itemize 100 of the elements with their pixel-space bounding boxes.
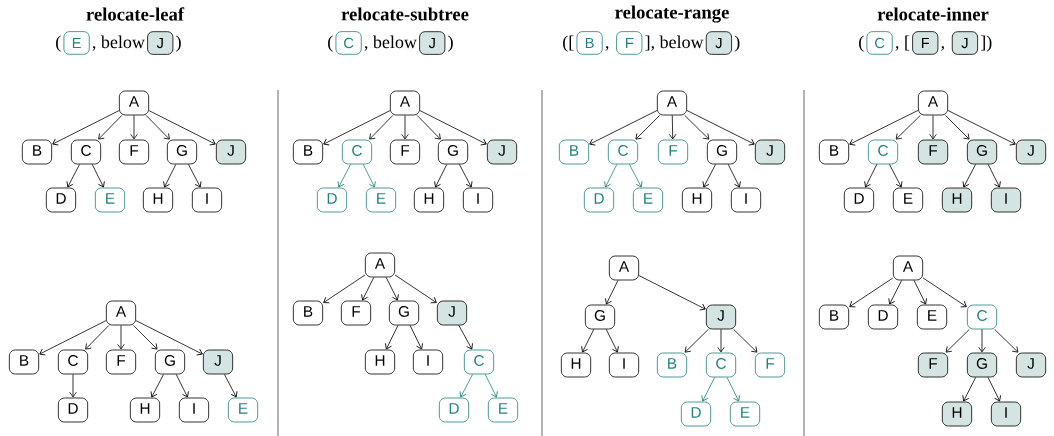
tree-node: F: [917, 139, 949, 165]
tree-node: B: [558, 139, 590, 165]
tree-node: H: [129, 397, 161, 423]
arrow: [323, 274, 366, 304]
arrow: [635, 115, 660, 140]
arrow: [945, 115, 970, 140]
arrow: [889, 164, 903, 188]
tree-node: I: [990, 187, 1022, 213]
tree-node: B: [21, 139, 53, 165]
arrow: [416, 115, 441, 140]
tree-node: E: [94, 187, 126, 213]
arrow: [135, 320, 203, 356]
tree-node: D: [57, 397, 89, 423]
arrow: [145, 115, 170, 140]
tree-node: J: [436, 300, 468, 326]
tree-node: E: [487, 397, 519, 423]
tree-node: D: [45, 187, 77, 213]
arrow: [458, 325, 473, 350]
arrow: [385, 277, 399, 301]
subtitle-text: ): [448, 35, 453, 52]
subtitle-text: ]): [980, 35, 992, 52]
node-chip: B: [576, 31, 603, 55]
tree-node: A: [118, 90, 150, 116]
arrow: [369, 115, 394, 140]
arrow: [913, 280, 927, 305]
arrow: [419, 110, 487, 146]
arrow: [945, 329, 970, 353]
arrow: [605, 280, 619, 305]
arrow: [947, 110, 1016, 146]
tree-node: G: [706, 139, 738, 165]
tree-node: G: [166, 139, 198, 165]
arrow: [484, 374, 498, 398]
tree-node: C: [57, 349, 89, 375]
tree-node: H: [560, 352, 592, 378]
arrow: [589, 110, 658, 146]
panel-title: relocate-inner: [877, 7, 989, 21]
arrow: [385, 325, 399, 350]
tree-node: E: [916, 304, 948, 330]
arrow: [733, 329, 758, 353]
arrow: [701, 377, 716, 402]
tree-node: G: [437, 139, 469, 165]
tree-node: I: [462, 187, 494, 213]
arrow: [604, 164, 618, 188]
tree-node: D: [583, 187, 615, 213]
arrow: [929, 115, 937, 140]
panel-title: relocate-subtree: [341, 7, 469, 21]
arrow: [605, 329, 619, 353]
tree-node: C: [966, 304, 998, 330]
arrow: [581, 329, 595, 353]
arrow: [434, 164, 448, 188]
tree-node: H: [142, 187, 174, 213]
arrow: [684, 329, 709, 353]
tree-node: J: [486, 139, 518, 165]
arrow: [962, 377, 977, 402]
arrow: [987, 164, 1001, 188]
arrow: [148, 110, 216, 146]
tree-node: E: [365, 187, 397, 213]
arrow: [188, 164, 202, 188]
arrow: [394, 274, 437, 304]
tree-node: D: [316, 187, 348, 213]
arrow: [994, 329, 1019, 353]
arrow: [727, 164, 741, 188]
tree-node: A: [892, 255, 924, 281]
tree-node: I: [412, 349, 444, 375]
arrow: [91, 164, 105, 188]
node-chip: J: [951, 31, 978, 55]
tree-node: E: [892, 187, 924, 213]
tree-node: D: [438, 397, 470, 423]
arrow: [133, 325, 158, 350]
node-chip: F: [616, 31, 643, 55]
tree-node: C: [341, 139, 373, 165]
arrow: [684, 115, 710, 140]
tree-node: I: [178, 397, 210, 423]
tree-node: E: [729, 401, 761, 427]
node-chip: C: [866, 31, 893, 55]
subtitle-text: ,: [941, 46, 944, 51]
node-chip: J: [705, 31, 732, 55]
tree-node: J: [754, 139, 786, 165]
arrow: [401, 115, 409, 140]
panel-title: relocate-leaf: [86, 7, 185, 21]
tree-node: A: [917, 90, 949, 116]
arrow: [668, 115, 677, 140]
tree-node: H: [941, 401, 973, 427]
arrow: [52, 110, 120, 146]
tree-node: F: [754, 352, 786, 378]
arrow: [849, 277, 894, 308]
arrow: [361, 277, 375, 301]
tree-node: H: [413, 187, 445, 213]
arrow: [717, 329, 725, 353]
tree-node: A: [389, 90, 421, 116]
tree-node: B: [818, 139, 850, 165]
tree-node: G: [966, 352, 998, 378]
tree-node: B: [292, 300, 324, 326]
arrow: [362, 164, 376, 188]
tree-node: D: [843, 187, 875, 213]
panel-title: relocate-range: [615, 5, 729, 23]
arrow: [726, 377, 740, 402]
tree-node: F: [389, 139, 421, 165]
tree-node: C: [607, 139, 639, 165]
arrow: [686, 110, 755, 146]
